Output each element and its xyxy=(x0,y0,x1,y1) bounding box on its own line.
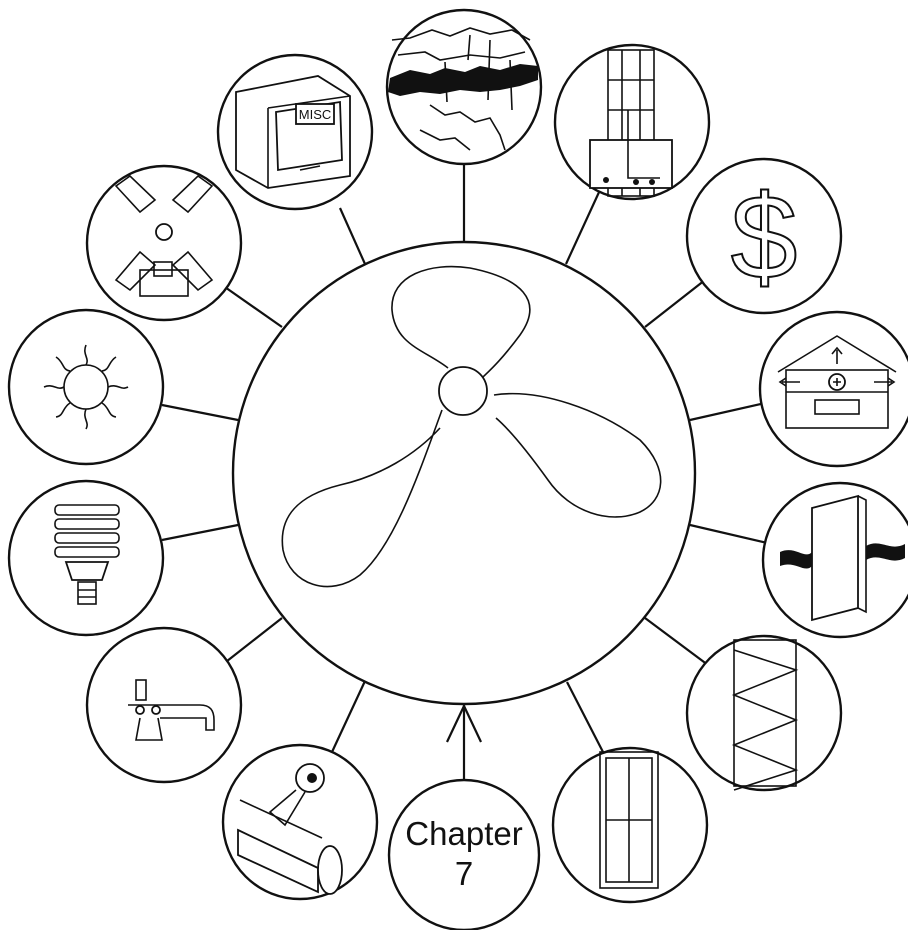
sun-icon xyxy=(43,344,129,430)
faucet-icon xyxy=(128,679,215,741)
node-dollar: $ xyxy=(685,157,843,315)
node-house xyxy=(758,310,908,468)
central-hub xyxy=(231,240,697,706)
node-windmill xyxy=(85,164,243,322)
node-faucet xyxy=(85,626,243,784)
chapter-arrow xyxy=(446,703,482,743)
chapter-title: Chapter xyxy=(405,815,522,852)
file-cabinet-icon: MISC xyxy=(235,75,351,189)
node-duct xyxy=(553,43,711,201)
node-window xyxy=(551,746,709,904)
us-map-climate-band-icon xyxy=(388,27,538,151)
insulation-batt-icon xyxy=(731,639,799,791)
node-lightbulb xyxy=(7,479,165,637)
connector-lines xyxy=(161,155,777,783)
node-pipe-tape xyxy=(221,743,379,901)
windmill-icon xyxy=(114,174,214,297)
wall-panel-icon xyxy=(780,494,905,622)
dollar-icon: $ xyxy=(731,170,798,304)
window-icon xyxy=(599,751,659,889)
node-sun xyxy=(7,308,165,466)
fan-blades-icon xyxy=(281,265,662,588)
chapter-number: 7 xyxy=(455,855,473,892)
node-wall xyxy=(761,481,908,639)
file-label: MISC xyxy=(299,107,332,122)
node-file-cabinet: MISC xyxy=(216,53,374,211)
node-insulation xyxy=(685,634,843,792)
node-us-map xyxy=(385,8,543,166)
node-chapter: Chapter 7 xyxy=(387,778,541,930)
cfl-lightbulb-icon xyxy=(54,504,120,605)
duct-pipe-and-tape-icon xyxy=(237,763,343,895)
house-airflow-icon xyxy=(777,335,897,429)
duct-riser-icon xyxy=(589,49,673,197)
